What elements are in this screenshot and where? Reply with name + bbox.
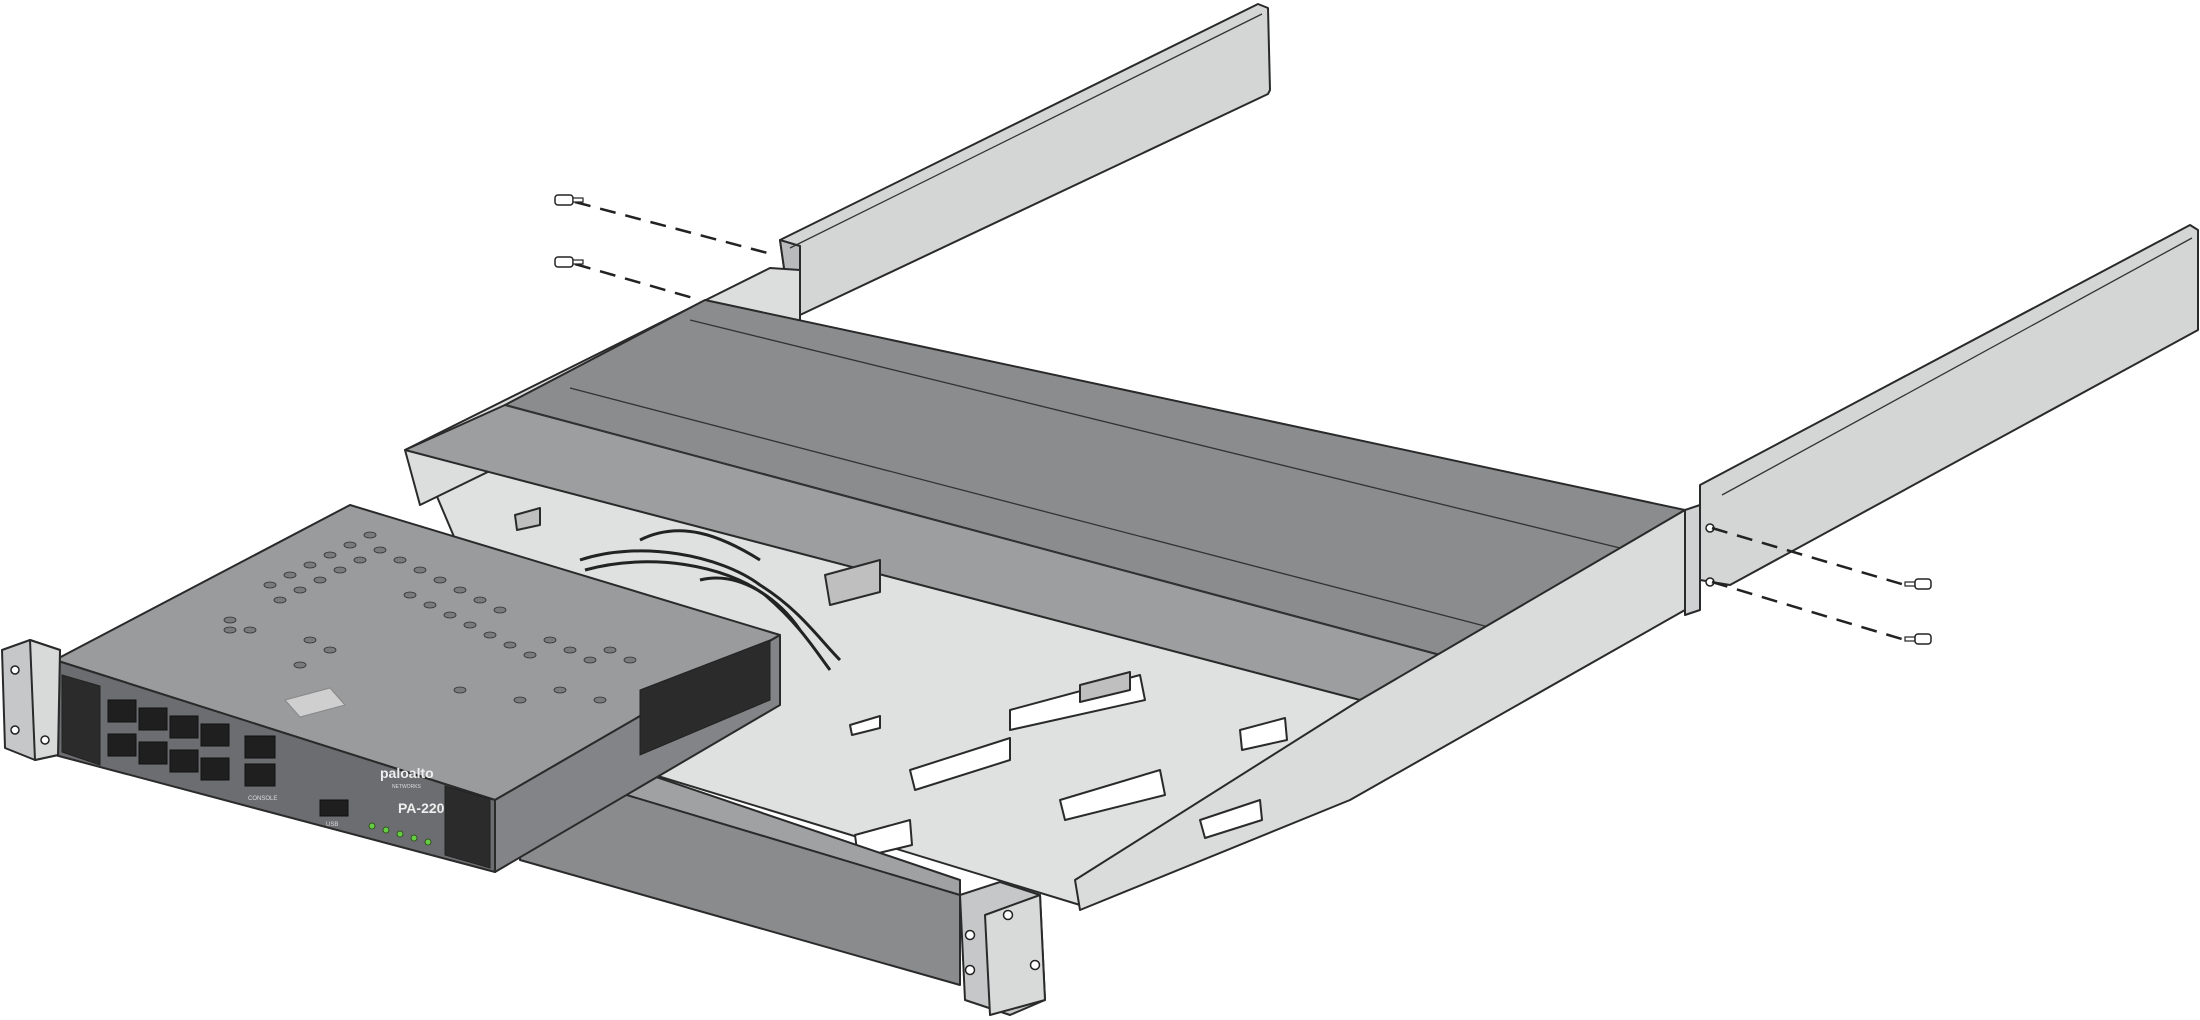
screw-icon <box>1904 633 1932 645</box>
console-label: CONSOLE <box>248 796 277 802</box>
front-left-vent <box>61 674 101 766</box>
right-front-mounting-ear <box>959 881 1046 1016</box>
screw-icon <box>1904 578 1932 590</box>
screw-icon <box>554 194 584 206</box>
ethernet-ports <box>107 699 230 781</box>
firewall-device: CONSOLE USB paloalto NETWORKS PA-220 <box>54 504 781 873</box>
left-front-mounting-ear <box>1 639 61 761</box>
brand-logo-text: paloalto <box>380 765 434 781</box>
rear-right-screws <box>1711 526 1932 645</box>
console-ports <box>244 735 276 787</box>
top-vent-pattern <box>223 531 637 704</box>
status-leds <box>368 822 432 846</box>
usb-port <box>319 799 349 817</box>
model-label: PA-220 <box>398 800 445 816</box>
screw-icon <box>554 256 584 268</box>
side-rear-vent <box>639 639 771 756</box>
left-rear-rail <box>779 3 1271 316</box>
right-rear-rail <box>1699 224 2199 586</box>
front-right-vent <box>444 785 491 869</box>
device-label-sticker <box>284 687 346 718</box>
brand-sub-text: NETWORKS <box>392 784 422 790</box>
internal-cables <box>579 529 842 671</box>
usb-label: USB <box>326 822 338 828</box>
rear-left-screws <box>554 194 776 302</box>
